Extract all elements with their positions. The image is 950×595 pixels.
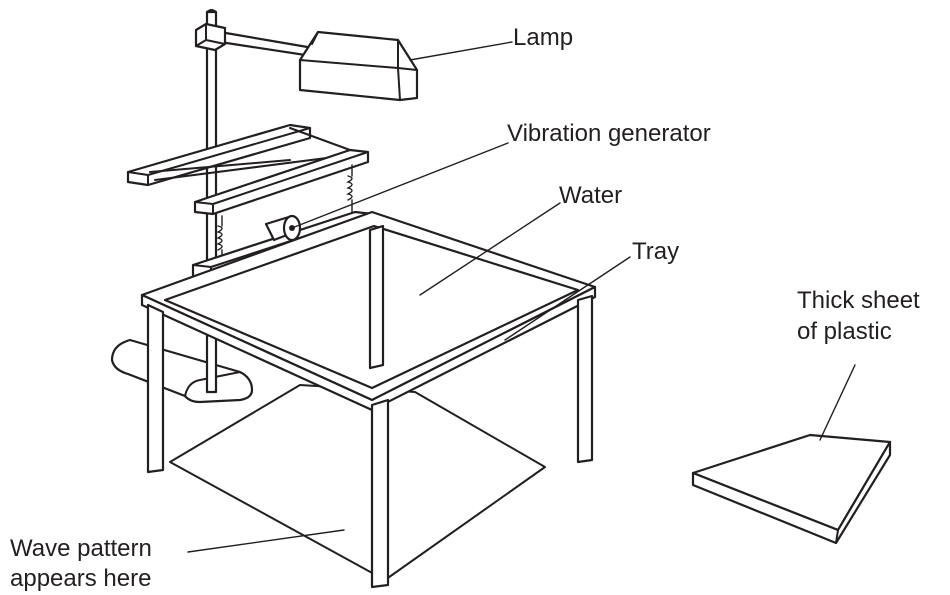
vibration-generator-label: Vibration generator	[507, 120, 711, 147]
thick-sheet-label-line2: of plastic	[797, 318, 892, 345]
leader-lines	[187, 41, 856, 553]
tray-label: Tray	[632, 238, 680, 265]
tray-leader	[504, 256, 631, 341]
upper-bar	[126, 123, 351, 187]
vibration-generator-leader	[291, 142, 509, 229]
thick-sheet-label-line1: Thick sheet	[797, 287, 920, 314]
table-legs	[146, 224, 594, 589]
lamp-leader	[409, 41, 513, 61]
crossbar	[193, 127, 370, 216]
plastic-sheet-leader	[819, 364, 856, 441]
lamp	[298, 30, 419, 102]
wave-pattern-leader	[187, 529, 345, 553]
wave-pattern-area	[169, 384, 546, 581]
lamp-label: Lamp	[513, 24, 574, 51]
stand-base	[110, 338, 254, 404]
water-leader	[419, 202, 561, 296]
water-label: Water	[559, 182, 623, 209]
plastic-sheet	[691, 433, 892, 545]
wave-pattern-label-line1: Wave pattern	[10, 535, 152, 562]
right-spring	[345, 164, 353, 215]
lamp-arm	[194, 22, 327, 60]
wave-pattern-label-line2: appears here	[10, 565, 152, 592]
vibration-generator	[264, 214, 302, 242]
